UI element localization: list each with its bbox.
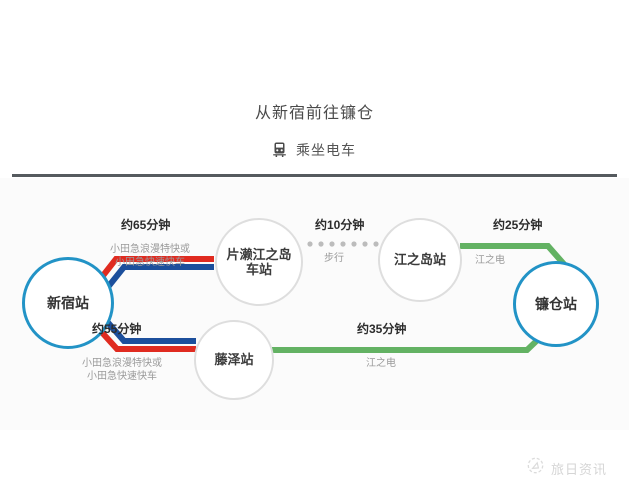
train-icon <box>273 142 286 160</box>
segment-time-shinjuku-katase: 约65分钟 <box>121 218 171 232</box>
route-diagram: 新宿站 片濑江之岛 车站 江之岛站 藤泽站 镰仓站 约65分钟 小田急浪漫特快或… <box>0 178 629 430</box>
header: 从新宿前往镰仓 乘坐电车 <box>0 0 629 177</box>
route-line-fujisawa-kamakura-green <box>272 325 553 353</box>
segment-mode-enoshima-kamakura: 江之电 <box>475 255 505 266</box>
station-node-shinjuku[interactable]: 新宿站 <box>22 257 114 349</box>
station-label-fujisawa: 藤泽站 <box>214 352 254 368</box>
station-label-katase-line2: 车站 <box>245 262 272 277</box>
segment-mode-fujisawa-kamakura: 江之电 <box>366 358 396 369</box>
route-line-katase-enoshima-walk <box>307 241 379 247</box>
segment-time-katase-enoshima: 约10分钟 <box>315 218 365 232</box>
page-title: 从新宿前往镰仓 <box>254 105 374 122</box>
transport-mode-label: 乘坐电车 <box>296 142 356 158</box>
segment-mode-shinjuku-fujisawa-line2: 小田急快速快车 <box>87 370 157 382</box>
station-node-kamakura[interactable]: 镰仓站 <box>513 261 599 347</box>
segment-mode-shinjuku-katase-line1: 小田急浪漫特快或 <box>110 244 190 255</box>
compass-logo-icon <box>527 457 544 479</box>
segment-mode-shinjuku-fujisawa-line1: 小田急浪漫特快或 <box>82 358 162 369</box>
station-label-kamakura: 镰仓站 <box>535 295 577 312</box>
station-label-enoshima: 江之岛站 <box>393 252 446 268</box>
segment-mode-katase-enoshima: 步行 <box>324 253 344 264</box>
station-label-katase-line1: 片濑江之岛 <box>226 246 292 262</box>
station-label-katase-enoshima: 片濑江之岛 车站 <box>226 247 291 278</box>
route-line-shinjuku-katase-blue <box>101 264 214 294</box>
station-label-shinjuku: 新宿站 <box>47 294 89 311</box>
station-node-fujisawa[interactable]: 藤泽站 <box>194 320 274 400</box>
segment-mode-shinjuku-katase-line2: 小田急快速快车 <box>115 256 185 268</box>
watermark: 旅日资讯 <box>527 457 607 479</box>
station-node-enoshima[interactable]: 江之岛站 <box>378 218 462 302</box>
route-line-shinjuku-fujisawa-blue <box>101 316 196 344</box>
segment-mode-shinjuku-katase: 小田急浪漫特快或 小田急快速快车 <box>110 244 190 270</box>
segment-time-fujisawa-kamakura: 约35分钟 <box>357 322 407 336</box>
watermark-text: 旅日资讯 <box>550 461 607 477</box>
route-line-shinjuku-fujisawa-red <box>94 324 196 352</box>
station-node-katase-enoshima[interactable]: 片濑江之岛 车站 <box>215 218 303 306</box>
segment-time-shinjuku-fujisawa: 约55分钟 <box>92 322 142 336</box>
header-divider <box>12 174 617 177</box>
segment-mode-shinjuku-fujisawa: 小田急浪漫特快或 小田急快速快车 <box>82 358 162 384</box>
segment-time-enoshima-kamakura: 约25分钟 <box>493 218 543 232</box>
transport-mode-row: 乘坐电车 <box>0 140 629 160</box>
